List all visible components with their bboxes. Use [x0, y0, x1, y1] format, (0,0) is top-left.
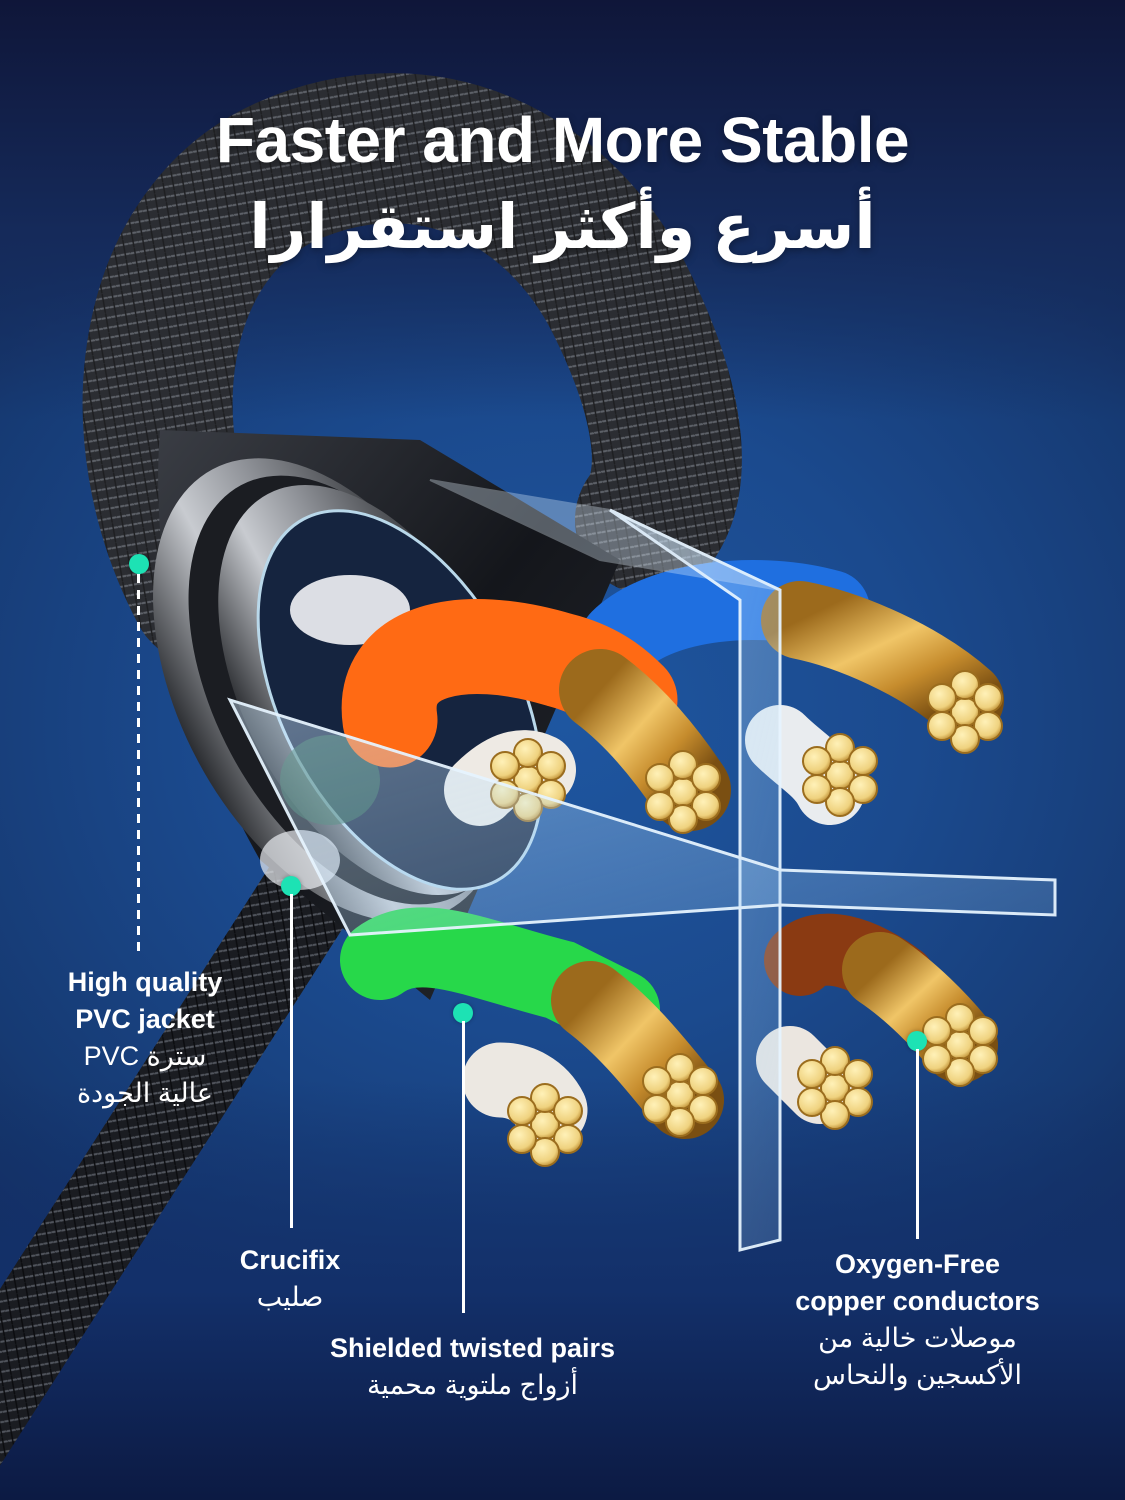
callout-line-oxygen-free-copper	[916, 1049, 919, 1239]
callout-pvc-jacket-en-1: High quality	[67, 967, 223, 997]
braided-cable-loop	[82, 73, 742, 665]
callout-copper-en-2: copper conductors	[795, 1286, 1040, 1316]
callout-crucifix: Crucifix صليب	[215, 1242, 365, 1316]
callout-crucifix-ar: صليب	[256, 1282, 324, 1312]
callout-pvc-jacket-ar-2: عالية الجودة	[77, 1078, 213, 1108]
callout-shielded-en: Shielded twisted pairs	[329, 1333, 616, 1363]
headline-english: Faster and More Stable	[215, 104, 910, 176]
callout-crucifix-en: Crucifix	[239, 1245, 341, 1275]
headline-arabic: أسرع وأكثر استقرارا	[249, 193, 876, 262]
callout-dot-crucifix	[281, 876, 301, 896]
crucifix-separator	[227, 479, 1057, 1252]
callout-dot-shielded-pairs	[453, 1003, 473, 1023]
callout-shielded-ar: أزواج ملتوية محمية	[366, 1370, 579, 1400]
callout-copper-ar-1: موصلات خالية من	[818, 1323, 1017, 1353]
callout-copper-ar-2: الأكسجين والنحاس	[813, 1360, 1022, 1390]
callout-line-shielded-pairs	[462, 1021, 465, 1313]
callout-shielded-twisted-pairs: Shielded twisted pairs أزواج ملتوية محمي…	[300, 1330, 645, 1404]
callout-dot-pvc-jacket	[129, 554, 149, 574]
callout-copper-en-1: Oxygen-Free	[834, 1249, 1001, 1279]
callout-dot-oxygen-free-copper	[907, 1031, 927, 1051]
braided-cable-tail	[0, 812, 378, 1466]
callout-pvc-jacket-en-2: PVC jacket	[75, 1004, 215, 1034]
callout-line-pvc-jacket	[137, 574, 140, 956]
callout-line-crucifix	[290, 894, 293, 1228]
callout-oxygen-free-copper: Oxygen-Free copper conductors موصلات خال…	[775, 1246, 1060, 1394]
callout-pvc-jacket-ar-1: سترة PVC	[83, 1041, 207, 1071]
callout-pvc-jacket: High quality PVC jacket سترة PVC عالية ا…	[40, 964, 250, 1112]
